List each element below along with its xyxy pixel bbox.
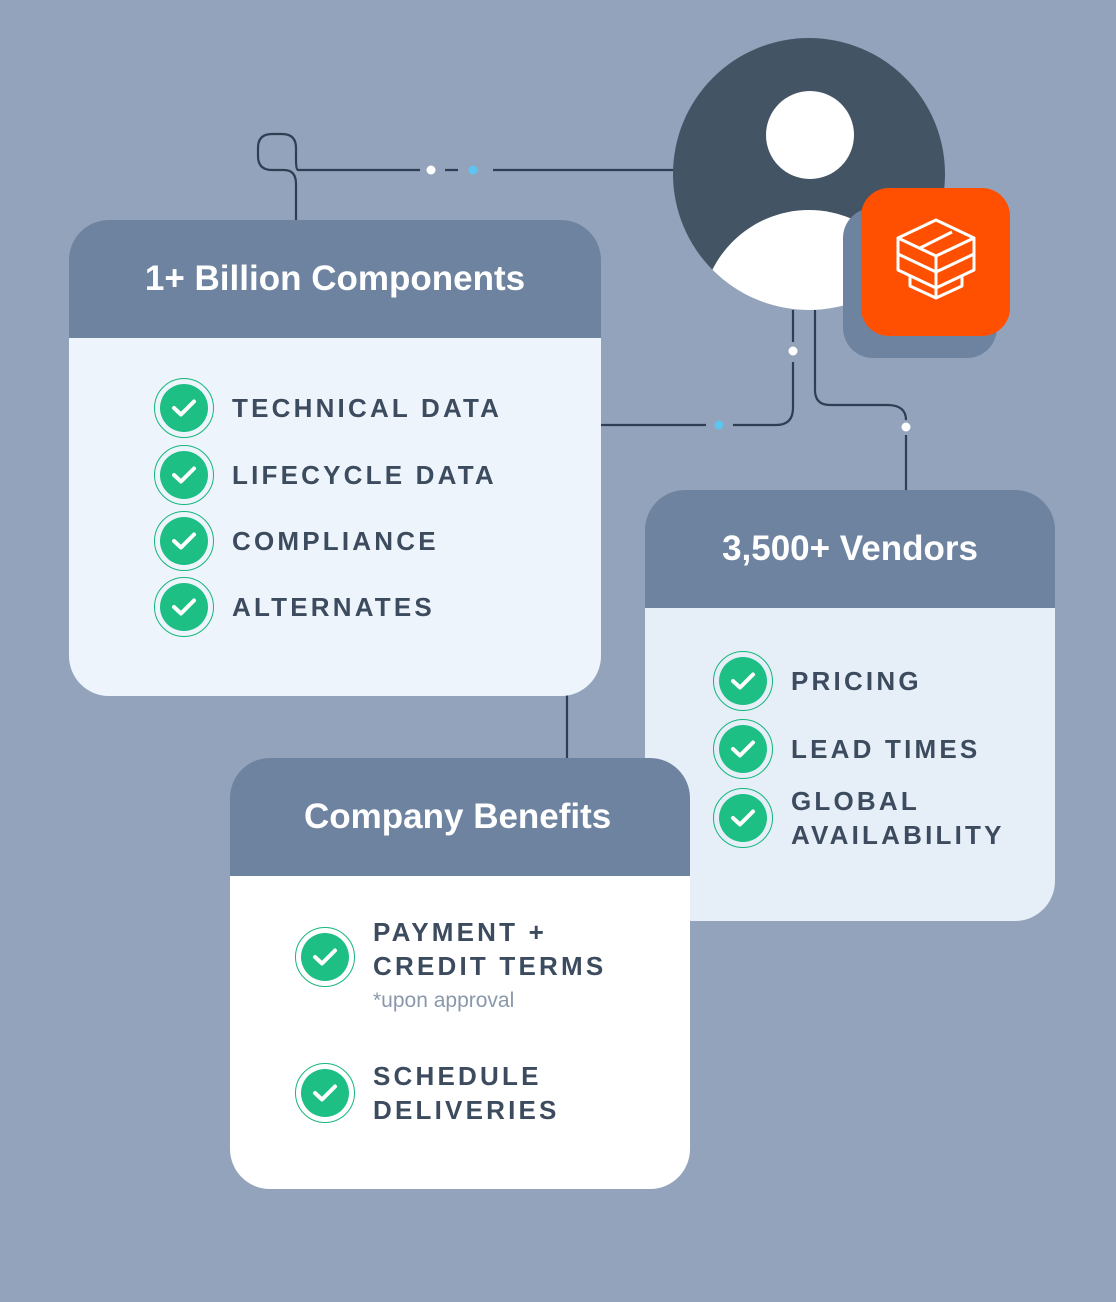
item-text: PAYMENT + CREDIT TERMS *upon approval xyxy=(373,915,606,1013)
item-note: *upon approval xyxy=(373,989,515,1012)
list-item: LIFECYCLE DATA xyxy=(154,445,497,505)
check-circle-icon xyxy=(154,445,214,505)
list-item: ALTERNATES xyxy=(154,577,435,637)
item-label: TECHNICAL DATA xyxy=(232,393,503,423)
list-item: PAYMENT + CREDIT TERMS *upon approval xyxy=(295,917,606,1013)
components-card: 1+ Billion Components TECHNICAL DATA LIF… xyxy=(69,220,601,696)
connector-dot xyxy=(901,422,911,432)
check-circle-icon xyxy=(713,788,773,848)
item-label: LIFECYCLE DATA xyxy=(232,460,497,490)
card-title: Company Benefits xyxy=(230,758,690,876)
avatar-head xyxy=(766,91,854,179)
check-circle-icon xyxy=(154,577,214,637)
item-label: COMPLIANCE xyxy=(232,526,439,556)
item-label: GLOBAL AVAILABILITY xyxy=(791,786,1005,850)
card-title: 1+ Billion Components xyxy=(69,220,601,338)
list-item: TECHNICAL DATA xyxy=(154,378,502,438)
vendors-card: 3,500+ Vendors PRICING LEAD TIMES GLOBAL… xyxy=(645,490,1055,921)
check-circle-icon xyxy=(713,651,773,711)
item-label: SCHEDULE DELIVERIES xyxy=(373,1061,560,1125)
benefits-card: Company Benefits PAYMENT + CREDIT TERMS … xyxy=(230,758,690,1189)
card-title: 3,500+ Vendors xyxy=(645,490,1055,608)
list-item: LEAD TIMES xyxy=(713,719,980,779)
list-item: PRICING xyxy=(713,651,922,711)
item-label: PAYMENT + CREDIT TERMS xyxy=(373,917,607,981)
check-circle-icon xyxy=(154,511,214,571)
list-item: GLOBAL AVAILABILITY xyxy=(713,784,1005,852)
connector-dot xyxy=(468,165,478,175)
connector-dot xyxy=(714,420,724,430)
list-item: SCHEDULE DELIVERIES xyxy=(295,1059,560,1127)
connector-vendors xyxy=(813,310,908,490)
card-body: PAYMENT + CREDIT TERMS *upon approval SC… xyxy=(230,876,690,1189)
check-circle-icon xyxy=(295,1063,355,1123)
card-body: TECHNICAL DATA LIFECYCLE DATA COMPLIANCE… xyxy=(69,338,601,696)
stacked-layers-logo-icon xyxy=(861,188,1010,336)
check-circle-icon xyxy=(295,927,355,987)
connector-dot xyxy=(426,165,436,175)
list-item: COMPLIANCE xyxy=(154,511,439,571)
check-circle-icon xyxy=(154,378,214,438)
item-label: LEAD TIMES xyxy=(791,734,981,764)
item-label: ALTERNATES xyxy=(232,592,435,622)
connector-dot xyxy=(788,346,798,356)
connector-components xyxy=(256,132,675,220)
card-body: PRICING LEAD TIMES GLOBAL AVAILABILITY xyxy=(645,608,1055,921)
item-label: PRICING xyxy=(791,666,922,696)
check-circle-icon xyxy=(713,719,773,779)
